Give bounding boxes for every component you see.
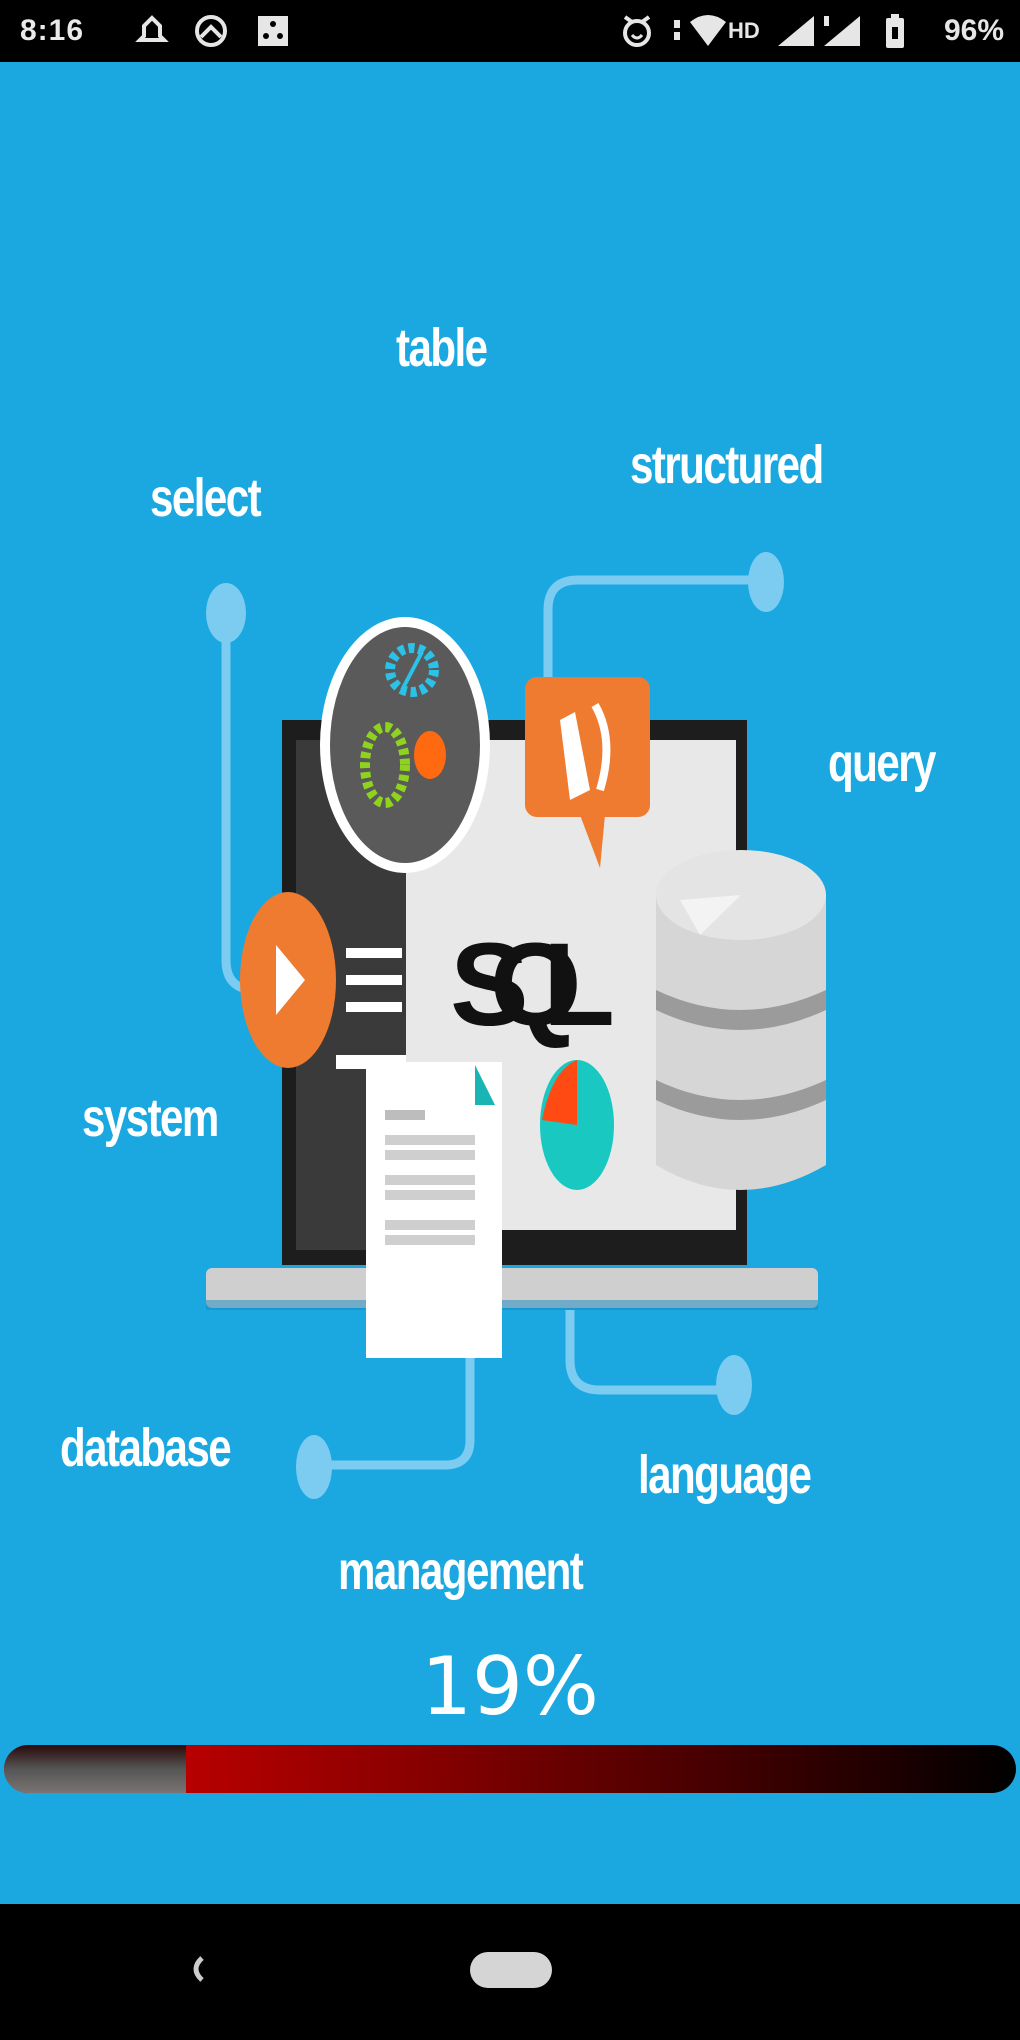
home-pill-icon[interactable]: [470, 1952, 552, 1988]
navigation-bar: [0, 1904, 1020, 2040]
connector-dots: [206, 552, 784, 1499]
play-icon: [240, 892, 336, 1068]
battery-icon: [884, 14, 906, 48]
status-bar: 8:16 HD 96%: [0, 0, 1020, 62]
keyword-management: management: [338, 1541, 584, 1601]
sql-illustration: SQL: [206, 552, 826, 1499]
hd-icon: HD: [728, 18, 760, 43]
keyword-query: query: [828, 733, 936, 793]
sql-label: SQL: [450, 919, 615, 1051]
notification-bell-icon: [135, 14, 169, 48]
chat-bubble-icon: [525, 677, 650, 868]
gears-icon: [360, 643, 446, 808]
alarm-icon: [620, 14, 654, 48]
document-icon: [366, 1062, 502, 1358]
laptop-base: [206, 1268, 818, 1308]
signal-roaming-icon: [822, 14, 862, 48]
loading-progress-bar: [4, 1745, 1016, 1793]
progress-fill: [4, 1745, 187, 1793]
pie-chart-icon: [540, 1060, 614, 1190]
keyword-select: select: [150, 468, 262, 528]
splash-screen: SQL: [0, 62, 1020, 1904]
status-time: 8:16: [20, 14, 85, 47]
keyword-database: database: [60, 1418, 232, 1478]
database-icon: [656, 850, 826, 1190]
back-icon[interactable]: [180, 1944, 220, 1994]
keyword-system: system: [82, 1088, 219, 1148]
progress-percentage: 19%: [421, 1640, 599, 1733]
gallery-icon: [255, 14, 291, 48]
vibrate-icon: [672, 14, 682, 48]
app-notification-icon: [193, 14, 229, 48]
keyword-table: table: [396, 318, 488, 378]
battery-percent: 96%: [943, 14, 1004, 47]
wifi-icon: [688, 14, 728, 48]
signal-icon: [776, 14, 816, 48]
keyword-language: language: [638, 1445, 812, 1505]
keyword-structured: structured: [630, 435, 824, 495]
